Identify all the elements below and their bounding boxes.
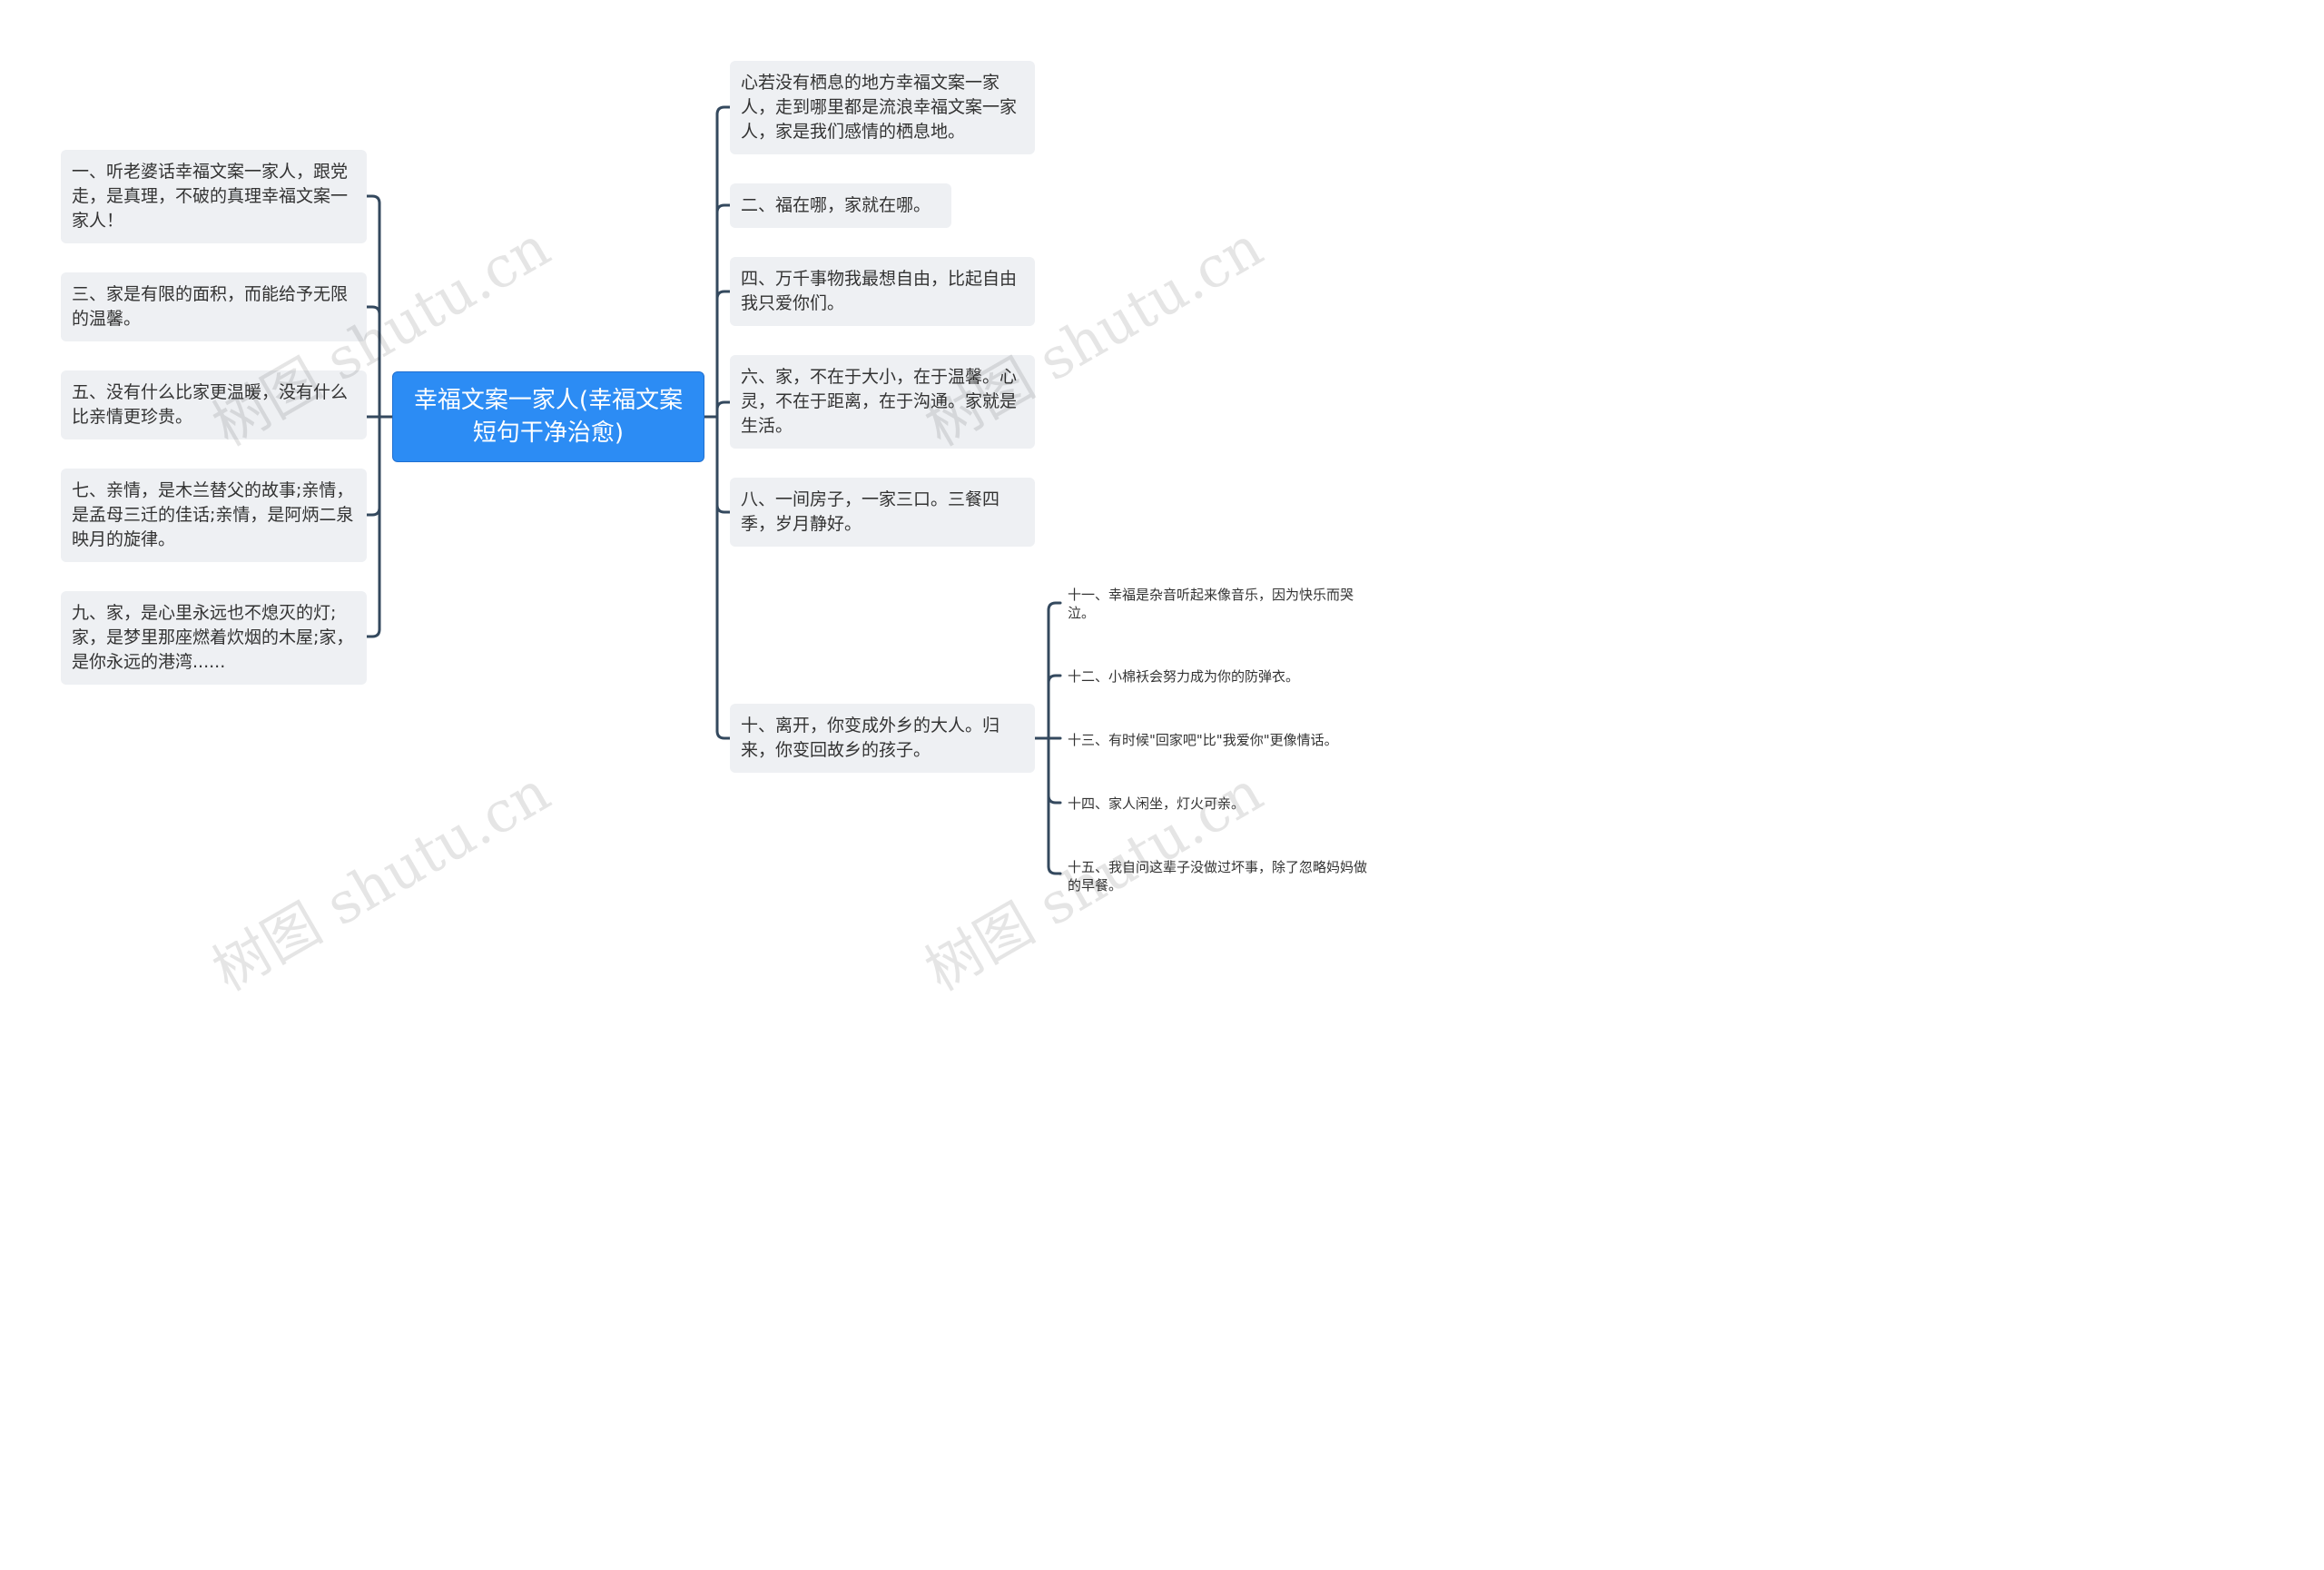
connector-right-2 bbox=[715, 203, 732, 214]
connector-right-10 bbox=[715, 729, 732, 740]
connector-sub-15 bbox=[1047, 864, 1062, 875]
connector-sub-12 bbox=[1047, 674, 1062, 685]
subtopic-12[interactable]: 十二、小棉袄会努力成为你的防弹衣。 bbox=[1068, 668, 1300, 685]
topic-node-7[interactable]: 七、亲情，是木兰替父的故事;亲情，是孟母三迁的佳话;亲情，是阿炳二泉映月的旋律。 bbox=[61, 469, 367, 562]
connector-right-8 bbox=[715, 503, 732, 514]
connector-right-6 bbox=[715, 400, 732, 411]
subtopic-15[interactable]: 十五、我自问这辈子没做过坏事，除了忽略妈妈做的早餐。 bbox=[1068, 859, 1368, 894]
connector-sub-14 bbox=[1047, 794, 1062, 805]
subtopic-14[interactable]: 十四、家人闲坐，灯火可亲。 bbox=[1068, 795, 1246, 812]
connector-left-5 bbox=[365, 403, 381, 419]
topic-node-6[interactable]: 六、家，不在于大小，在于温馨。心灵，不在于距离，在于沟通。家就是生活。 bbox=[730, 355, 1035, 449]
topic-node-1[interactable]: 一、听老婆话幸福文案一家人，跟党走，是真理，不破的真理幸福文案一家人！ bbox=[61, 150, 367, 243]
subtopic-11[interactable]: 十一、幸福是杂音听起来像音乐，因为快乐而哭泣。 bbox=[1068, 587, 1354, 621]
connector-sub-11 bbox=[1047, 601, 1062, 612]
topic-node-8[interactable]: 八、一间房子，一家三口。三餐四季，岁月静好。 bbox=[730, 478, 1035, 547]
connector-lines bbox=[365, 105, 1062, 875]
root-topic[interactable]: 幸福文案一家人(幸福文案短句干净治愈) bbox=[392, 371, 704, 462]
connector-left-9 bbox=[365, 627, 381, 638]
topic-node-0[interactable]: 心若没有栖息的地方幸福文案一家人，走到哪里都是流浪幸福文案一家人，家是我们感情的… bbox=[730, 61, 1035, 154]
subtopic-13[interactable]: 十三、有时候"回家吧"比"我爱你"更像情话。 bbox=[1068, 732, 1338, 748]
topic-node-2[interactable]: 二、福在哪，家就在哪。 bbox=[730, 183, 951, 228]
topic-node-3[interactable]: 三、家是有限的面积，而能给予无限的温馨。 bbox=[61, 272, 367, 341]
connector-left-3 bbox=[365, 305, 381, 316]
connector-right-4 bbox=[715, 290, 732, 301]
connector-left-1 bbox=[365, 194, 381, 205]
topic-node-4[interactable]: 四、万千事物我最想自由，比起自由我只爱你们。 bbox=[730, 257, 1035, 326]
topic-node-10[interactable]: 十、离开，你变成外乡的大人。归来，你变回故乡的孩子。 bbox=[730, 704, 1035, 773]
topic-node-9[interactable]: 九、家，是心里永远也不熄灭的灯;家，是梦里那座燃着炊烟的木屋;家，是你永远的港湾… bbox=[61, 591, 367, 685]
topic-node-5[interactable]: 五、没有什么比家更温暖，没有什么比亲情更珍贵。 bbox=[61, 370, 367, 439]
connector-right-0 bbox=[715, 105, 732, 116]
connector-left-7 bbox=[365, 506, 381, 517]
